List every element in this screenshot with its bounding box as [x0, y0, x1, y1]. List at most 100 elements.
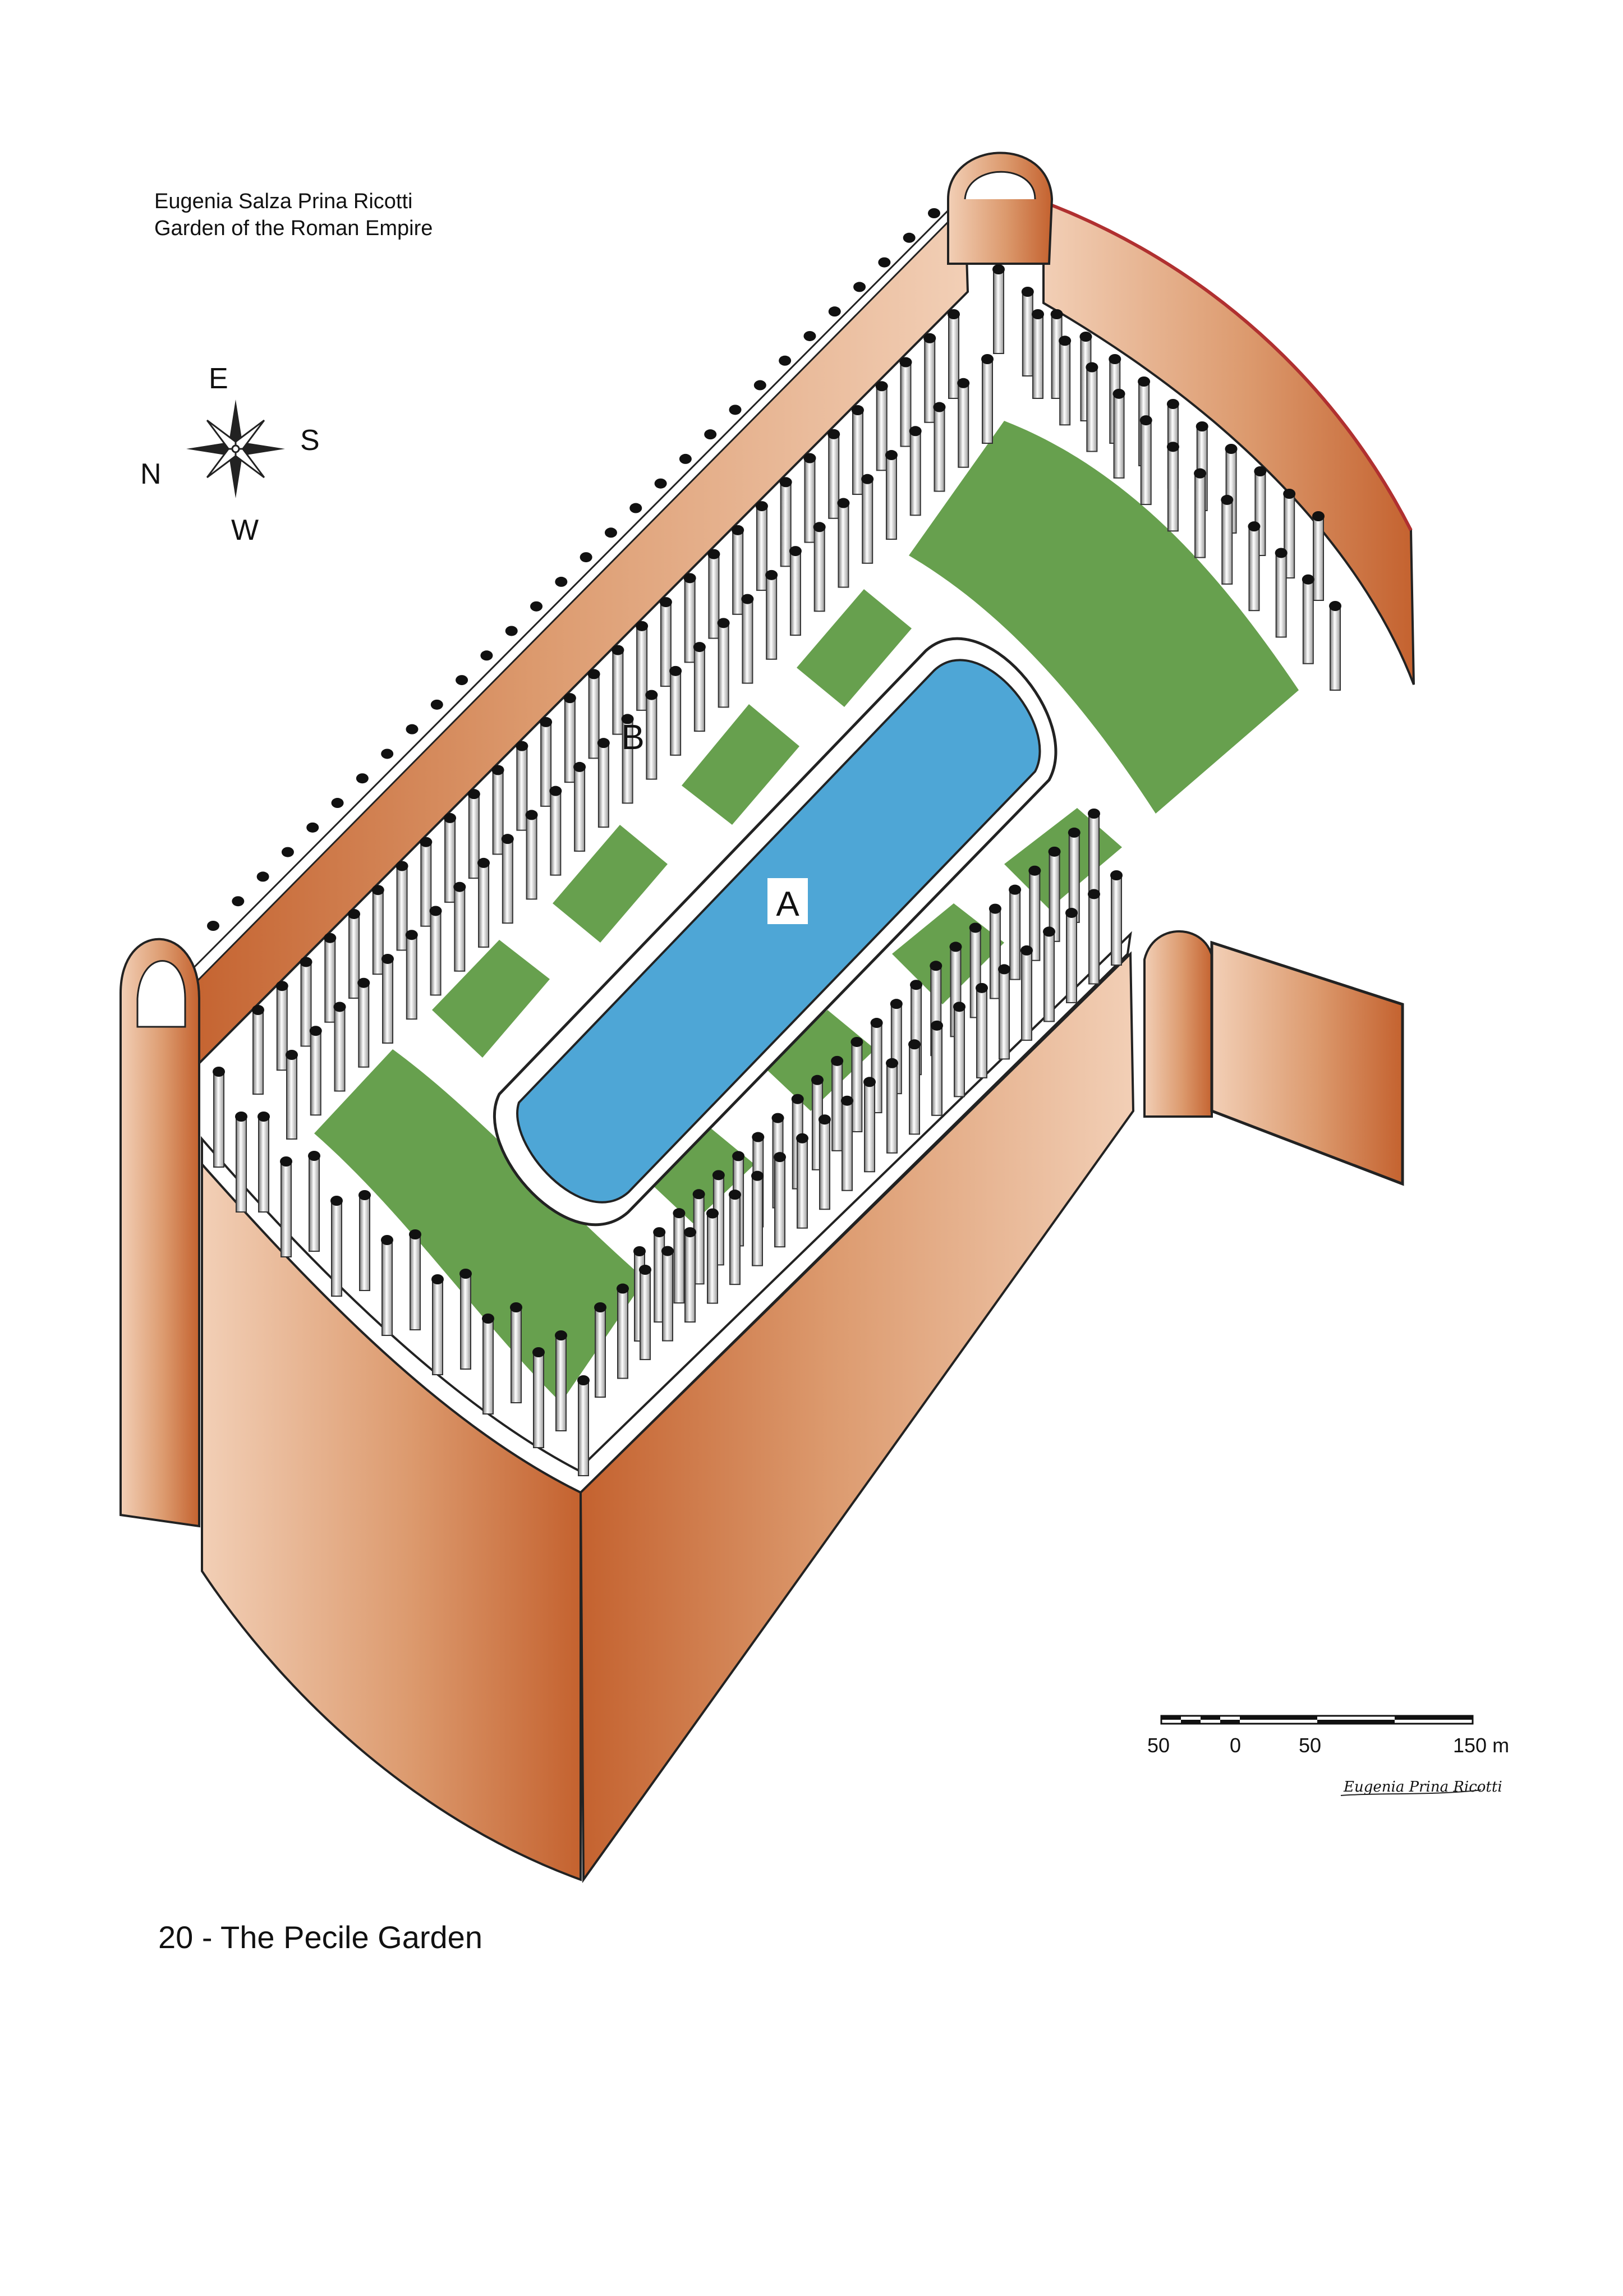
column	[828, 306, 841, 317]
column	[706, 1208, 719, 1304]
column	[587, 669, 600, 759]
column	[729, 1190, 741, 1285]
column	[1166, 442, 1179, 532]
column	[1221, 494, 1234, 585]
column	[420, 837, 433, 927]
column	[308, 1151, 320, 1252]
column	[923, 333, 936, 423]
column	[405, 930, 418, 1020]
column	[903, 232, 916, 243]
figure-caption: 20 - The Pecile Garden	[158, 1920, 482, 1955]
column	[988, 903, 1001, 999]
column	[992, 264, 1005, 354]
column	[406, 724, 419, 734]
column	[281, 847, 294, 857]
label-b: B	[621, 718, 644, 757]
column	[831, 1055, 844, 1151]
column	[639, 1265, 651, 1361]
label-a-box	[767, 878, 808, 924]
column	[331, 798, 344, 809]
column	[256, 871, 269, 882]
top-exedra	[947, 151, 1054, 265]
column	[803, 453, 816, 543]
column	[841, 1095, 853, 1191]
column	[1302, 574, 1314, 664]
column	[540, 717, 553, 807]
column	[286, 1050, 298, 1140]
column	[1194, 468, 1207, 558]
column	[909, 426, 922, 516]
column	[381, 953, 394, 1044]
column	[707, 549, 720, 639]
west-portico-wall	[579, 951, 1135, 1884]
column	[580, 552, 592, 563]
column	[837, 498, 850, 588]
central-pool	[493, 637, 1058, 1227]
column	[1065, 907, 1078, 1003]
column	[549, 786, 562, 876]
column	[1088, 889, 1100, 985]
column	[729, 405, 742, 415]
credit: Eugenia Salza Prina Ricotti Garden of th…	[154, 188, 433, 242]
column	[819, 1114, 831, 1210]
column	[530, 601, 543, 612]
scale-tick-label: 0	[1230, 1734, 1242, 1757]
column	[280, 1156, 292, 1257]
column	[669, 665, 682, 756]
scale-tick-label: 50	[1147, 1734, 1170, 1757]
column	[1028, 865, 1041, 961]
column	[803, 330, 816, 341]
column	[453, 881, 466, 972]
column	[928, 208, 940, 218]
column	[612, 645, 624, 735]
column	[356, 773, 369, 784]
column	[232, 896, 245, 907]
column	[885, 450, 898, 540]
column	[753, 380, 766, 391]
column	[659, 597, 672, 687]
column	[908, 1039, 921, 1135]
column	[1021, 287, 1034, 376]
column	[976, 982, 988, 1078]
column	[1009, 884, 1022, 980]
column	[1059, 336, 1072, 426]
compass-north-label: N	[140, 458, 162, 490]
column	[850, 1036, 863, 1132]
column	[409, 1229, 421, 1330]
column	[654, 478, 667, 489]
column	[333, 1002, 346, 1092]
credit-author: Eugenia Salza Prina Ricotti	[154, 190, 413, 213]
column	[1248, 521, 1261, 612]
column	[1283, 489, 1296, 578]
signature: Eugenia Prina Ricotti	[1344, 1779, 1502, 1796]
column	[827, 429, 840, 519]
column	[396, 861, 408, 951]
column	[789, 546, 802, 636]
column	[851, 405, 864, 495]
column	[381, 1235, 393, 1336]
column	[863, 1077, 876, 1173]
column	[358, 1190, 371, 1291]
column	[555, 1330, 567, 1431]
column	[1086, 362, 1098, 452]
column	[813, 522, 826, 612]
column	[482, 1314, 494, 1415]
column	[444, 812, 457, 903]
garden-beds	[314, 421, 1299, 1403]
column	[621, 714, 634, 804]
column	[213, 1067, 225, 1168]
column	[704, 429, 717, 440]
column	[1112, 388, 1125, 479]
column	[732, 525, 744, 615]
scale-bar	[1160, 1715, 1474, 1725]
column	[774, 1152, 786, 1248]
column	[679, 453, 692, 464]
credit-book: Garden of the Roman Empire	[154, 217, 433, 240]
column	[933, 402, 946, 492]
column	[505, 626, 518, 636]
colonnade	[207, 208, 1341, 1476]
column	[1032, 309, 1044, 399]
column	[459, 1269, 472, 1370]
column	[371, 885, 384, 975]
